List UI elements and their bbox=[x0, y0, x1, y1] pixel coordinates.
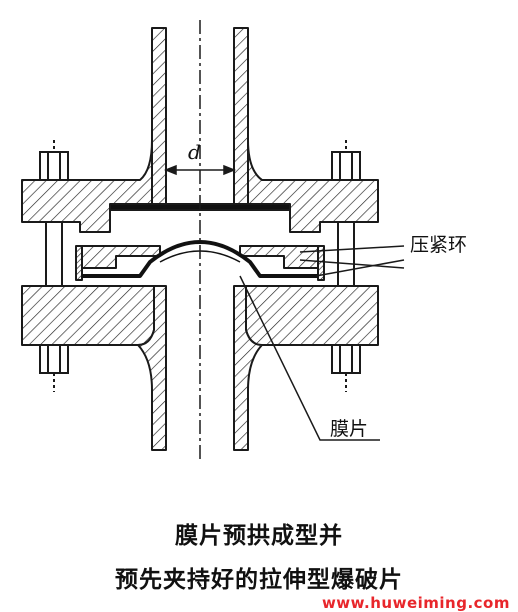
right-bolt-bottom-nut bbox=[331, 344, 361, 374]
left-bolt-bottom-nut bbox=[39, 344, 69, 374]
lower-pipe-left-wall bbox=[137, 285, 167, 451]
rupture-disc-callout: 膜片 bbox=[330, 418, 369, 440]
ring-leader-3 bbox=[299, 259, 405, 269]
left-bolt-top-nut bbox=[39, 151, 69, 181]
left-bolt-shank bbox=[45, 221, 63, 287]
right-bolt-shank bbox=[337, 221, 355, 287]
compression-ring-callout: 压紧环 bbox=[410, 234, 468, 256]
diameter-label: d bbox=[188, 140, 201, 164]
lower-flange-left bbox=[21, 285, 155, 346]
lower-pipe-right-wall bbox=[233, 285, 263, 451]
caption-line-2: 预先夹持好的拉伸型爆破片 bbox=[115, 567, 403, 593]
ring-leader-1 bbox=[299, 245, 405, 253]
right-bolt-top-nut bbox=[331, 151, 361, 181]
lower-flange-right bbox=[245, 285, 379, 346]
gasket-left bbox=[75, 245, 83, 281]
upper-pipe-right-wall bbox=[233, 27, 249, 206]
upper-pipe-left-wall bbox=[151, 27, 167, 206]
watermark: www.huweiming.com bbox=[321, 594, 510, 612]
disc-leader bbox=[239, 275, 380, 441]
ring-leader-2 bbox=[315, 259, 405, 277]
caption-line-1: 膜片预拱成型并 bbox=[175, 523, 343, 549]
gasket-right bbox=[317, 245, 325, 281]
rupture-disc-membrane bbox=[82, 240, 318, 278]
